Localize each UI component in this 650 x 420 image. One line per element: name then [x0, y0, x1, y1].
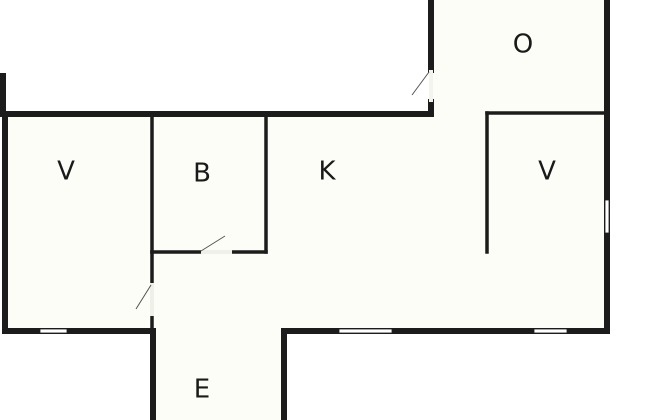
- exterior-walls: [0, 0, 610, 420]
- window-v2-right: [604, 199, 610, 234]
- floor-fill-e: [152, 329, 284, 420]
- door-v1-opening: [150, 283, 154, 316]
- window-k-bottom: [338, 328, 393, 334]
- door-v1-swing: [135, 284, 152, 310]
- room-label-o: O: [513, 30, 533, 60]
- room-label-k: K: [318, 157, 336, 187]
- floor-fill-o: [430, 0, 608, 116]
- window-v2-bottom: [533, 328, 568, 334]
- door-o-opening: [429, 70, 433, 102]
- room-label-e: E: [194, 375, 210, 405]
- floor-areas: [5, 0, 608, 420]
- room-label-v-right: V: [538, 157, 556, 187]
- door-b-opening: [201, 250, 232, 254]
- doors: [135, 70, 433, 316]
- door-b-swing: [200, 235, 226, 252]
- room-label-v-left: V: [57, 157, 75, 187]
- door-o-swing: [411, 71, 430, 96]
- floor-fill-main: [5, 114, 608, 331]
- interior-walls: [150, 111, 607, 333]
- room-label-b: B: [193, 159, 211, 189]
- window-v1-bottom: [39, 328, 68, 334]
- windows: [39, 199, 610, 334]
- room-labels: V B K O V E: [57, 30, 556, 405]
